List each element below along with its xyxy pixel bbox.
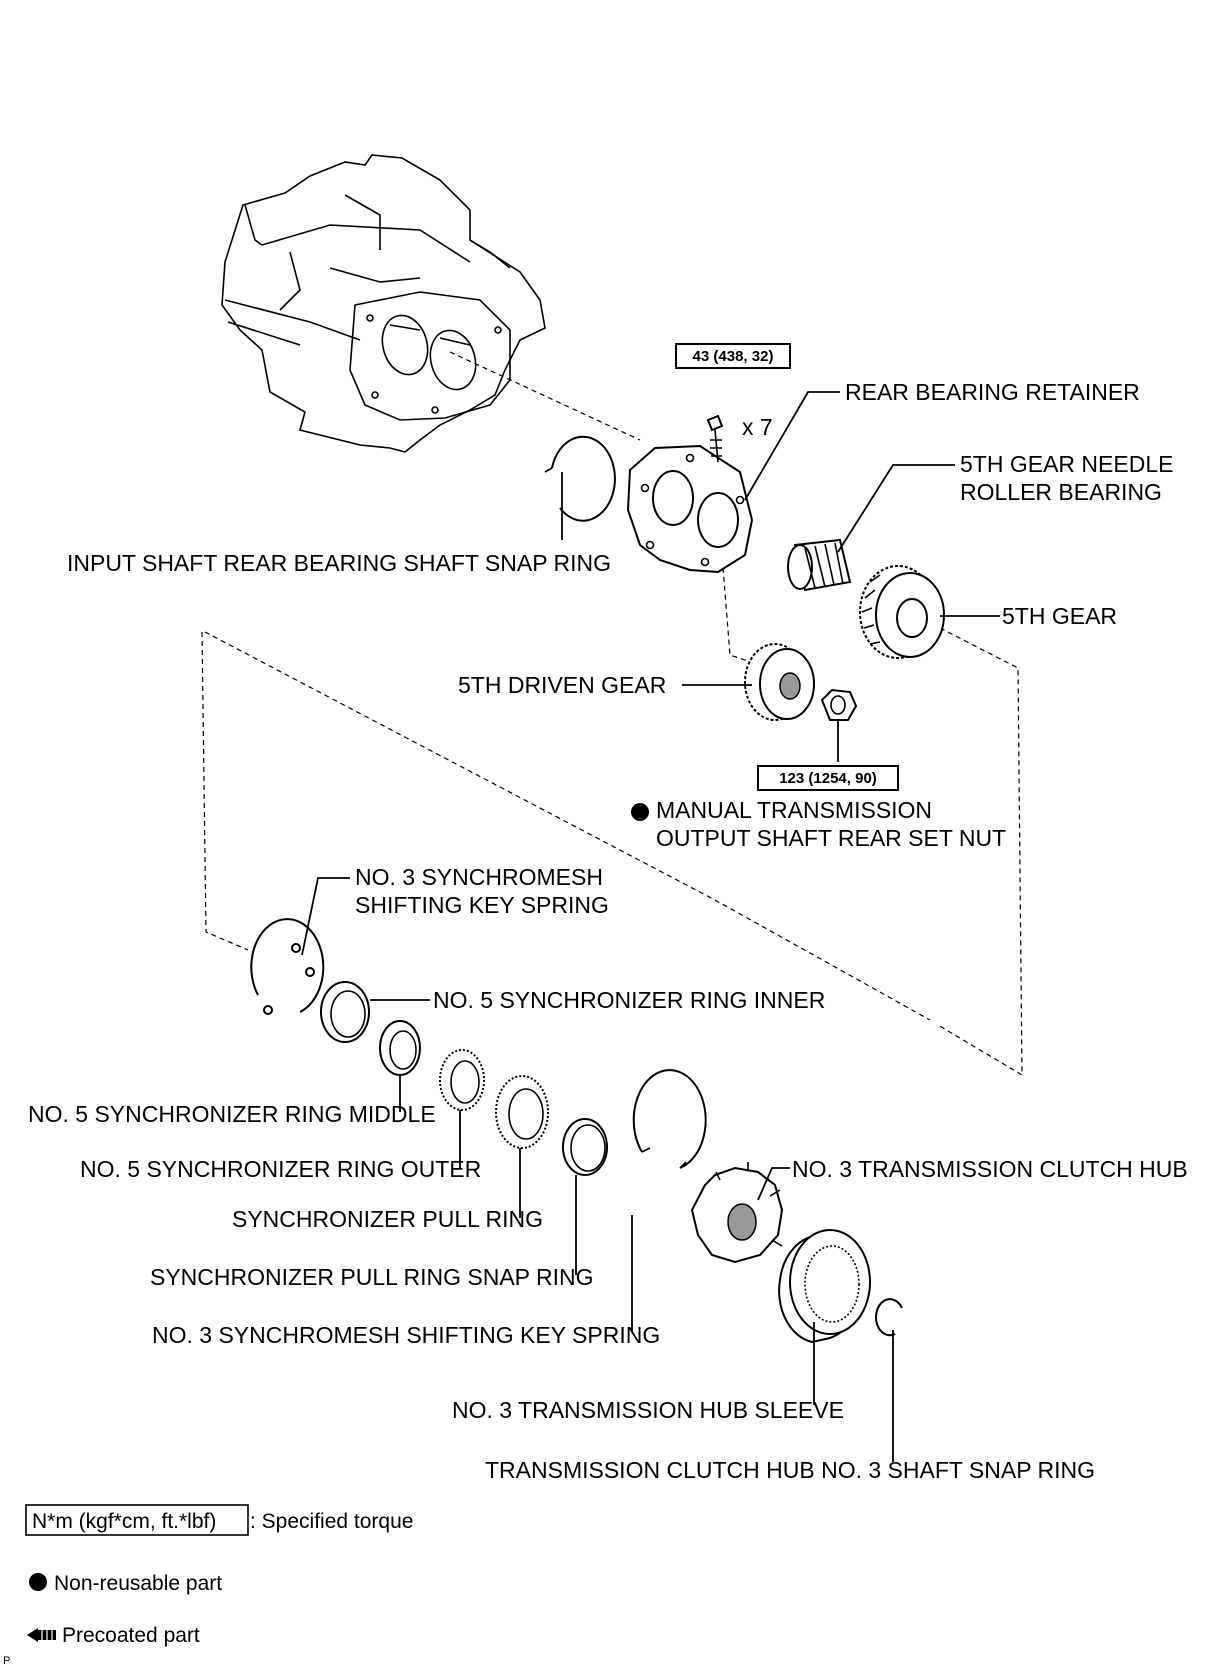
label-fifth-gear: 5TH GEAR — [1002, 603, 1117, 629]
synchronizer-pull-ring — [495, 1075, 549, 1149]
bolt-quantity: x 7 — [742, 414, 773, 440]
alignment-line-case — [449, 351, 641, 441]
leader-rear-bearing-retainer — [744, 391, 840, 501]
synchronizer-ring-middle — [379, 1020, 421, 1076]
torque-box-retainer-bolt: 43 (438, 32) — [675, 343, 791, 369]
torque-set-nut: 123 (1254, 90) — [779, 770, 877, 787]
fifth-gear — [859, 565, 945, 659]
torque-retainer-bolt: 43 (438, 32) — [693, 348, 774, 365]
shifting-key-spring-bottom — [632, 1069, 707, 1169]
corner-mark: P — [3, 1655, 10, 1667]
retainer-bolt — [706, 414, 724, 463]
leader-clutch-hub — [757, 1167, 790, 1201]
transmission-hub-sleeve — [778, 1229, 871, 1344]
legend-torque-box — [25, 1504, 249, 1536]
label-sync-ring-inner: NO. 5 SYNCHRONIZER RING INNER — [433, 987, 825, 1013]
shifting-key-spring-top — [250, 918, 325, 1015]
hub-shaft-snap-ring — [874, 1298, 903, 1337]
label-sync-ring-outer: NO. 5 SYNCHRONIZER RING OUTER — [80, 1156, 481, 1182]
label-hub-shaft-snap-ring: TRANSMISSION CLUTCH HUB NO. 3 SHAFT SNAP… — [485, 1457, 1095, 1483]
label-key-spring-top-2: SHIFTING KEY SPRING — [355, 892, 609, 918]
label-needle-bearing-2: ROLLER BEARING — [960, 479, 1162, 505]
label-key-spring-bottom: NO. 3 SYNCHROMESH SHIFTING KEY SPRING — [152, 1322, 660, 1348]
label-clutch-hub: NO. 3 TRANSMISSION CLUTCH HUB — [792, 1156, 1188, 1182]
label-pull-ring: SYNCHRONIZER PULL RING — [232, 1206, 543, 1232]
legend: N*m (kgf*cm, ft.*lbf) : Specified torque… — [3, 1504, 413, 1667]
transmission-clutch-hub — [690, 1162, 784, 1264]
non-reusable-mark-set-nut — [631, 803, 649, 821]
label-input-snap-ring: INPUT SHAFT REAR BEARING SHAFT SNAP RING — [67, 550, 611, 576]
label-fifth-driven-gear: 5TH DRIVEN GEAR — [458, 672, 666, 698]
alignment-line-diagonal — [204, 631, 931, 1021]
label-hub-sleeve: NO. 3 TRANSMISSION HUB SLEEVE — [452, 1397, 844, 1423]
alignment-line-right — [937, 627, 1023, 1077]
label-sync-ring-middle: NO. 5 SYNCHRONIZER RING MIDDLE — [28, 1101, 436, 1127]
leader-needle-bearing — [837, 464, 955, 553]
label-set-nut-1: MANUAL TRANSMISSION — [656, 797, 932, 823]
transmission-case — [221, 154, 546, 453]
needle-roller-bearing — [787, 538, 852, 592]
output-shaft-set-nut — [820, 688, 858, 721]
synchronizer-ring-outer — [439, 1049, 485, 1111]
label-set-nut-2: OUTPUT SHAFT REAR SET NUT — [656, 825, 1006, 851]
synchronizer-ring-inner — [320, 981, 370, 1043]
label-needle-bearing-1: 5TH GEAR NEEDLE — [960, 451, 1173, 477]
rear-bearing-retainer — [626, 444, 754, 574]
fifth-driven-gear — [744, 643, 815, 721]
input-shaft-snap-ring — [544, 435, 616, 522]
precoated-icon — [27, 1628, 56, 1642]
label-key-spring-top-1: NO. 3 SYNCHROMESH — [355, 864, 603, 890]
non-reusable-icon — [29, 1573, 47, 1591]
legend-torque-desc: : Specified torque — [250, 1510, 413, 1533]
legend-non-reusable: Non-reusable part — [54, 1572, 222, 1595]
label-pull-ring-snap-ring: SYNCHRONIZER PULL RING SNAP RING — [150, 1264, 593, 1290]
label-rear-bearing-retainer: REAR BEARING RETAINER — [845, 379, 1140, 405]
legend-precoated: Precoated part — [62, 1624, 200, 1647]
alignment-line-left — [201, 631, 249, 951]
leader-key-spring-top — [301, 877, 350, 956]
torque-box-set-nut: 123 (1254, 90) — [757, 765, 899, 791]
pull-ring-snap-ring — [562, 1118, 608, 1176]
legend-torque-unit: N*m (kgf*cm, ft.*lbf) — [32, 1510, 216, 1533]
